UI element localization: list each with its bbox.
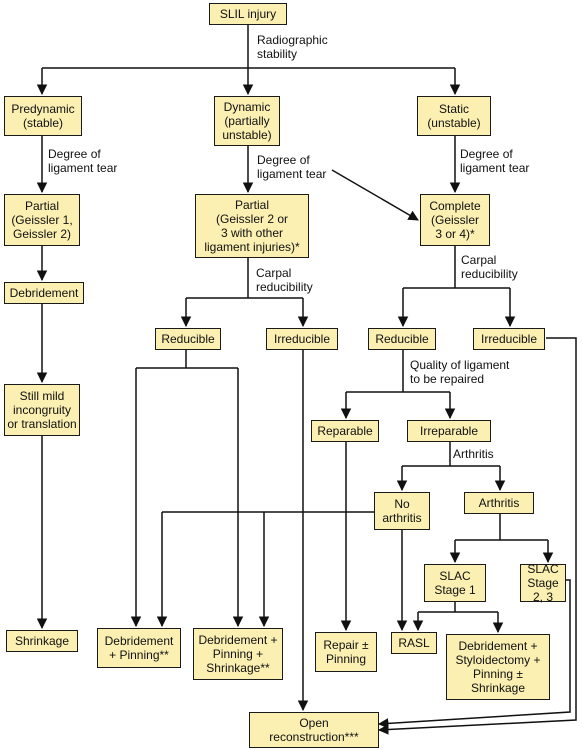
node-complete: Complete (Geissler 3 or 4)*	[420, 194, 490, 246]
label-degree-right: Degree of ligament tear	[460, 147, 530, 175]
node-irreducible-right: Irreducible	[473, 328, 545, 350]
label-arthritis-question: Arthritis	[453, 447, 494, 461]
label-carpal-right: Carpal reducibility	[461, 253, 518, 281]
node-slac-stage-2-3: SLAC Stage 2, 3	[520, 562, 566, 604]
label-carpal-mid: Carpal reducibility	[256, 266, 313, 294]
node-dynamic: Dynamic (partially unstable)	[214, 96, 280, 146]
arrow-dynamic-to-complete	[331, 169, 419, 221]
node-rasl: RASL	[391, 632, 437, 654]
node-reducible-mid: Reducible	[155, 328, 221, 350]
node-reducible-right: Reducible	[368, 328, 436, 350]
node-partial-geissler-2-3: Partial (Geissler 2 or 3 with other liga…	[195, 194, 309, 258]
node-irreducible-mid: Irreducible	[266, 328, 338, 350]
node-no-arthritis: No arthritis	[374, 492, 430, 530]
arrow-irreducible-right-open	[377, 337, 577, 735]
label-quality-of-ligament: Quality of ligament to be repaired	[410, 358, 510, 386]
label-radiographic-stability: Radiographic stability	[257, 33, 328, 61]
node-shrinkage: Shrinkage	[6, 630, 78, 652]
label-degree-mid: Degree of ligament tear	[257, 153, 327, 181]
node-debridement-pinning-shrinkage: Debridement + Pinning + Shrinkage**	[193, 628, 283, 680]
node-still-mild-incongruity: Still mild incongruity or translation	[4, 384, 80, 436]
node-debridement-pinning: Debridement + Pinning**	[97, 628, 181, 668]
node-static: Static (unstable)	[417, 96, 491, 136]
node-slac-stage-1: SLAC Stage 1	[424, 564, 486, 602]
node-slil-injury: SLIL injury	[209, 3, 287, 25]
node-debridement: Debridement	[4, 282, 84, 304]
node-open-reconstruction: Open reconstruction***	[249, 712, 379, 748]
node-predynamic: Predynamic (stable)	[4, 96, 82, 136]
node-arthritis: Arthritis	[464, 492, 534, 514]
label-degree-left: Degree of ligament tear	[48, 147, 118, 175]
node-debridement-styloidectomy: Debridement + Styloidectomy + Pinning ± …	[446, 634, 550, 700]
node-repair-pinning: Repair ± Pinning	[315, 632, 377, 672]
node-partial-geissler-1-2: Partial (Geissler 1, Geissler 2)	[4, 194, 80, 246]
arrow-slac23-open	[377, 579, 571, 729]
node-reparable: Reparable	[311, 420, 379, 442]
node-irreparable: Irreparable	[407, 420, 491, 442]
